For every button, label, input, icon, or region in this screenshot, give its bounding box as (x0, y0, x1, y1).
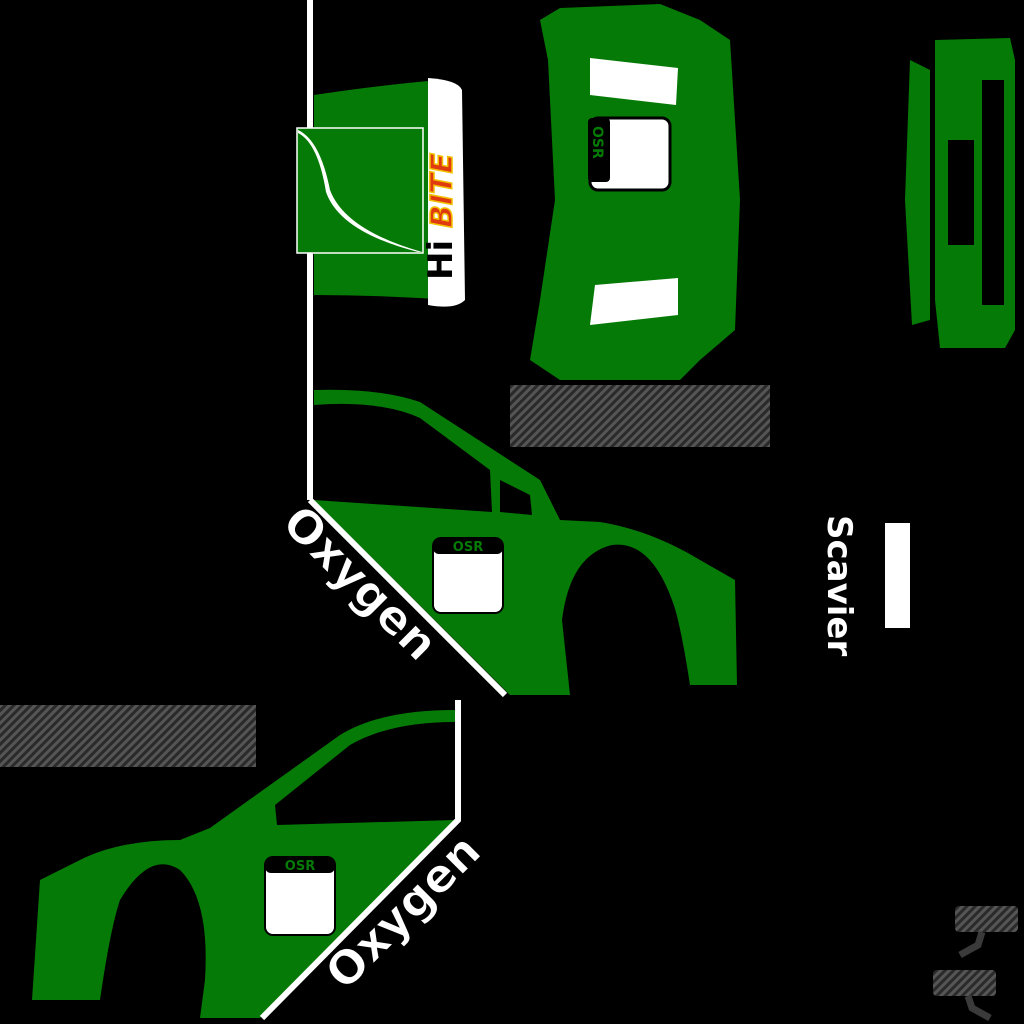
roof-panel: OSR (530, 4, 740, 380)
hi-bite-banner (428, 78, 465, 307)
carbon-strip-right (510, 385, 770, 447)
right-window (314, 403, 492, 512)
right-side-stripe (307, 497, 508, 698)
carbon-strip-left (0, 705, 256, 767)
rear-bumper (905, 38, 1015, 348)
roof-plate-label: OSR (589, 126, 605, 159)
mirrors (933, 906, 1018, 1022)
hi-text: Hi (421, 240, 461, 280)
rear-white-bar (885, 523, 910, 628)
bite-text: BITE (425, 153, 460, 228)
left-window (275, 722, 455, 825)
roof-window-front (590, 58, 678, 105)
osr-logo-text: OSR (371, 156, 404, 222)
hood-panel: Hi BITE OSR (296, 0, 465, 500)
mirror-right (955, 906, 1018, 932)
left-side-stripe (259, 700, 461, 1021)
mirror-left (933, 970, 996, 996)
right-plate-label: OSR (453, 540, 483, 555)
left-plate-label: OSR (285, 859, 315, 874)
scavier-logo-text: Scavier (819, 515, 859, 656)
roof-window-rear (590, 278, 678, 325)
